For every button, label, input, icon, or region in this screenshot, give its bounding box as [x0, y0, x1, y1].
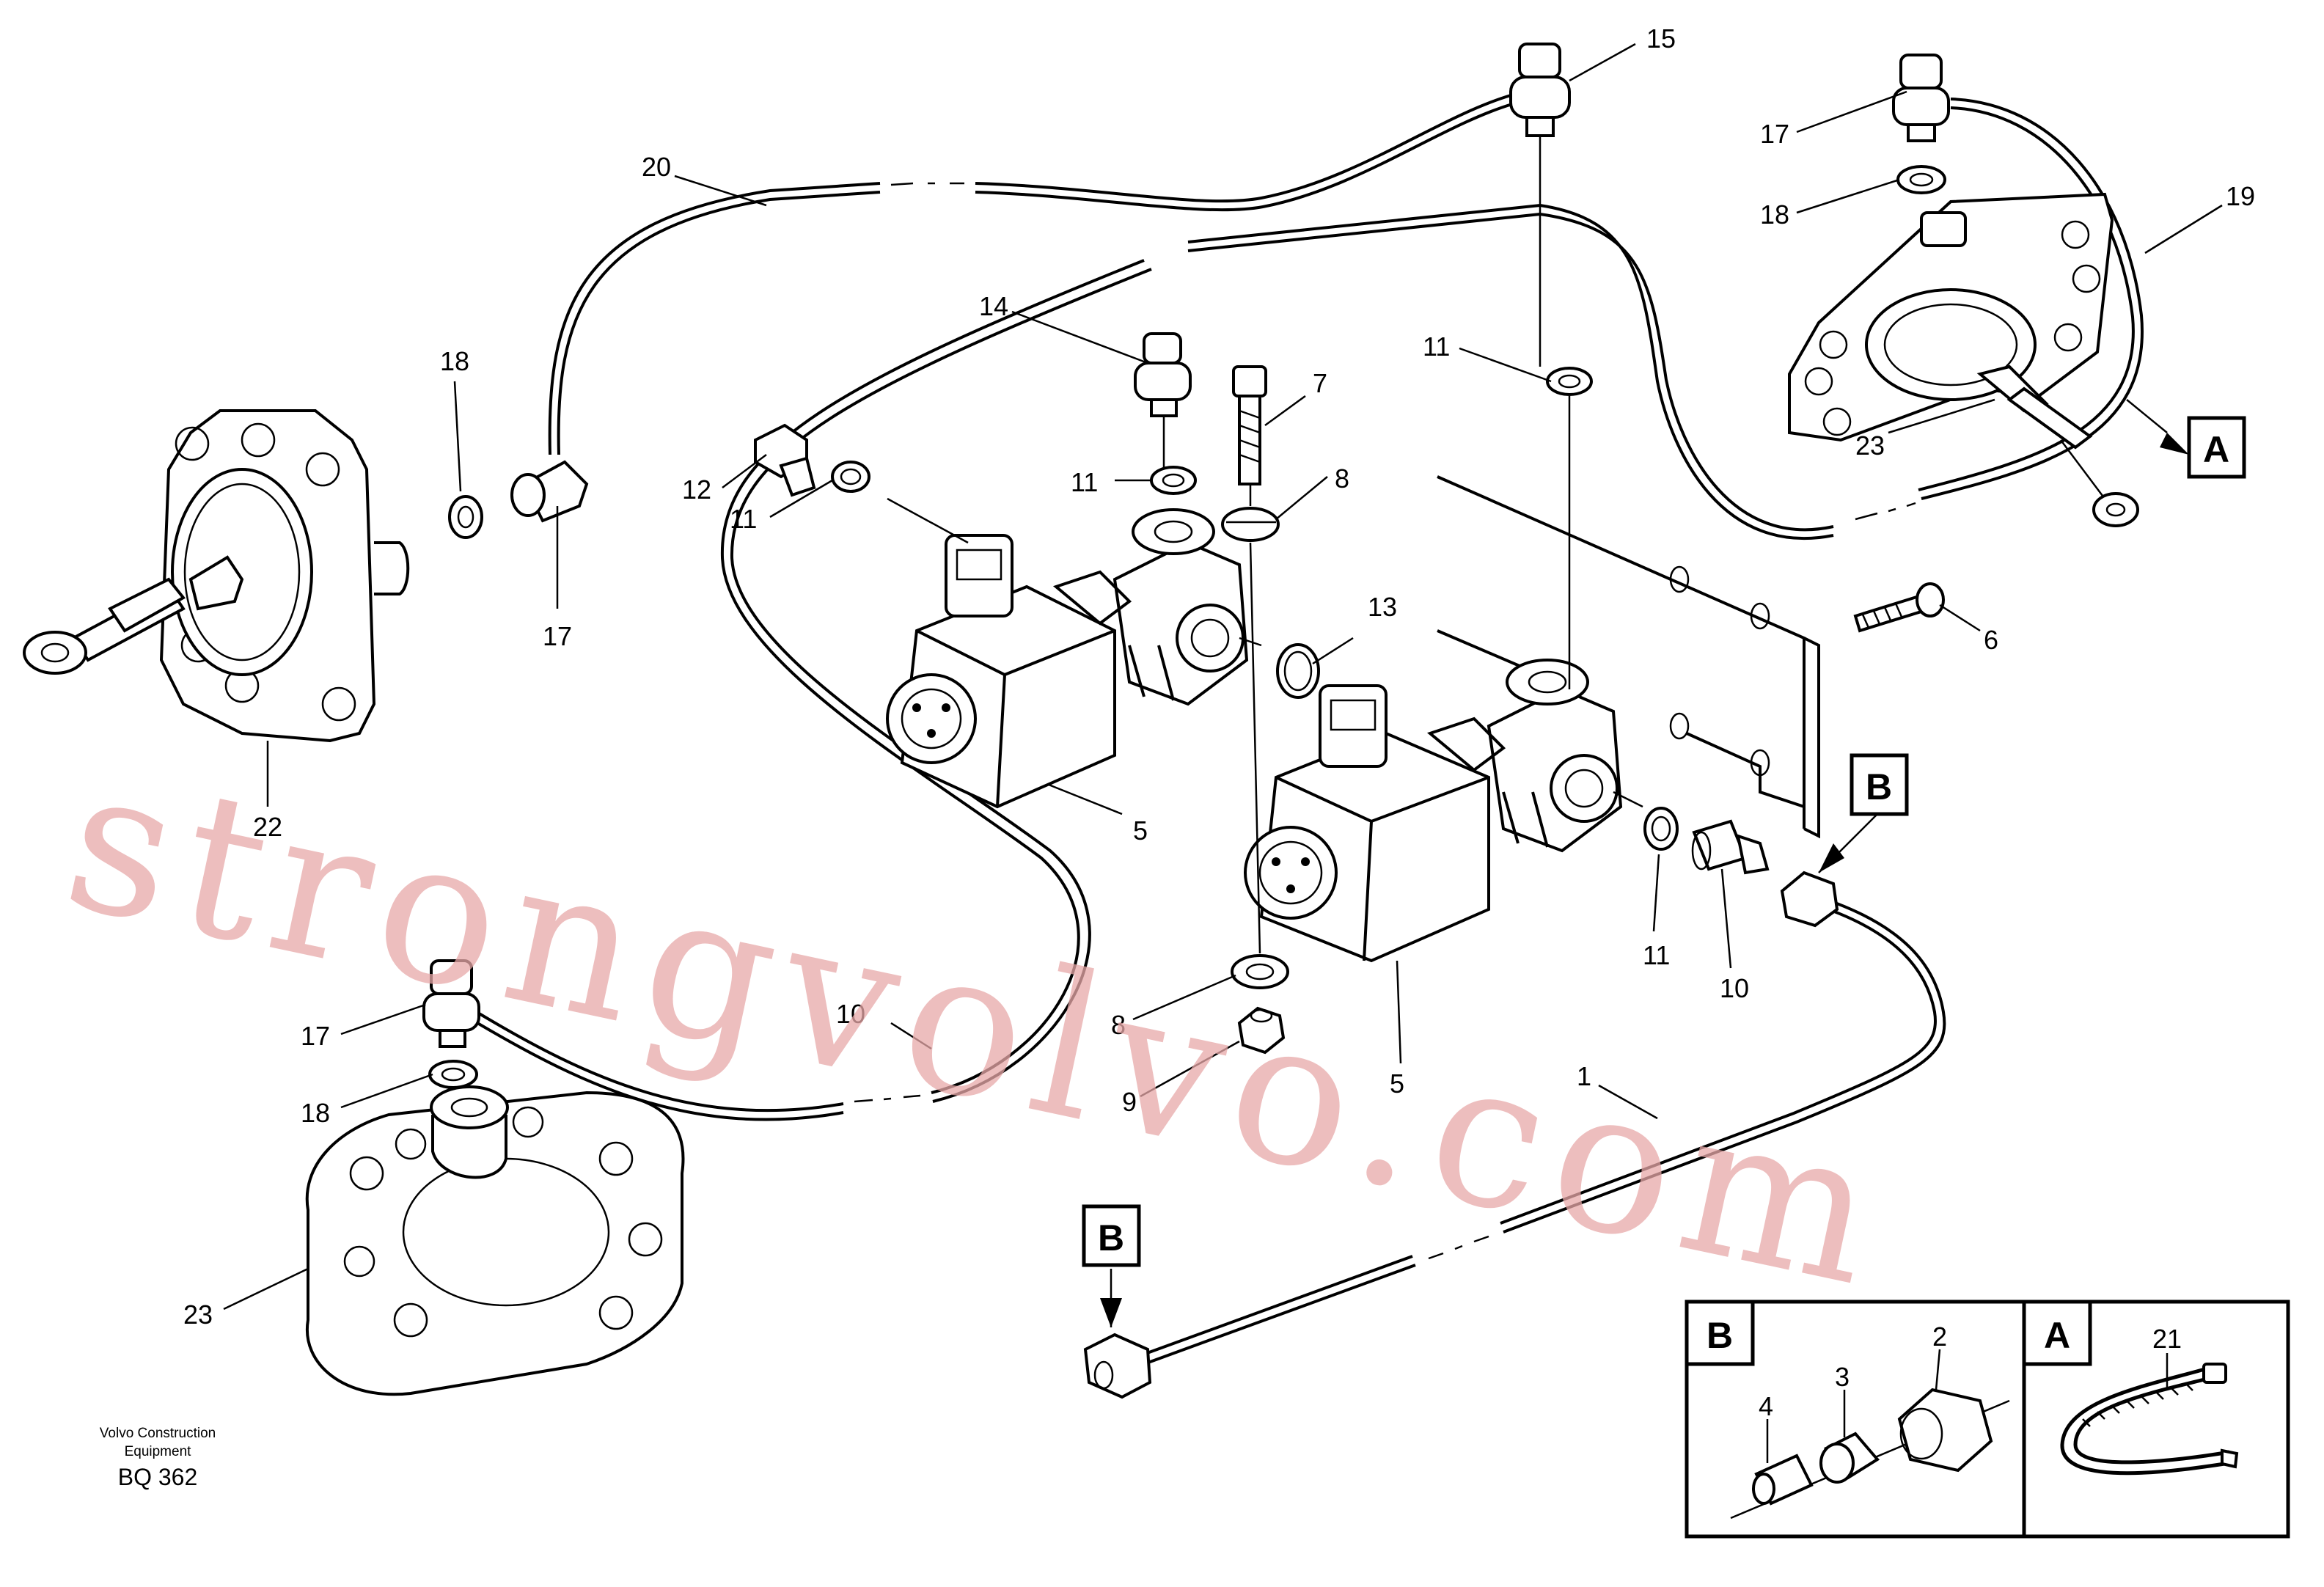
arrow-b-bottom — [1100, 1298, 1122, 1327]
washer-18-left — [448, 495, 483, 539]
callout-7: 7 — [1313, 368, 1327, 398]
washer-11-lower — [1643, 807, 1679, 851]
bolt-7 — [1232, 365, 1267, 485]
callout-9: 9 — [1122, 1087, 1137, 1117]
callout-17-lower: 17 — [301, 1021, 330, 1051]
callout-18-left: 18 — [440, 346, 469, 376]
leader-lines — [223, 43, 2223, 1327]
inset-label-a: A — [2044, 1315, 2070, 1356]
banjo-fitting-14 — [1134, 332, 1192, 417]
detail-inset-panel: B A 4 3 2 21 — [1685, 1300, 2290, 1539]
callout-5-upper: 5 — [1133, 816, 1148, 846]
detail-label-b-right: B — [1850, 753, 1909, 816]
callout-18-lower: 18 — [301, 1098, 330, 1128]
brake-chamber-23-upper — [1788, 192, 2139, 527]
callout-12: 12 — [682, 474, 711, 505]
hose-19 — [1187, 98, 2144, 540]
callout-17-upper: 17 — [1760, 119, 1789, 149]
brake-chamber-22 — [23, 409, 410, 743]
plug-12 — [754, 423, 816, 497]
hose-16 — [472, 259, 1152, 1121]
callout-11-middle: 11 — [1071, 467, 1098, 497]
callout-17-left: 17 — [543, 621, 572, 651]
solenoid-valve-lower — [1244, 659, 1623, 963]
callout-11-upper: 11 — [1423, 331, 1450, 362]
callout-8-bottom: 8 — [1111, 1010, 1126, 1040]
arrow-b-right — [1819, 843, 1844, 873]
banjo-fitting-15 — [1509, 43, 1571, 137]
callout-1: 1 — [1577, 1061, 1591, 1091]
callout-15: 15 — [1646, 23, 1676, 54]
callout-6: 6 — [1984, 625, 1998, 655]
washer-8-bottom — [1231, 954, 1289, 989]
detail-label-b-bottom: B — [1082, 1204, 1141, 1267]
callout-4: 4 — [1759, 1391, 1773, 1421]
pipe-1 — [1140, 893, 1946, 1366]
banjo-fitting-17-lower — [422, 959, 480, 1048]
svg-text:A: A — [2203, 429, 2229, 470]
callout-11-left: 11 — [730, 504, 757, 534]
callout-16-hose: 10 — [836, 999, 865, 1029]
arrow-a — [2160, 433, 2189, 455]
svg-text:B: B — [1866, 766, 1892, 807]
inset-label-b: B — [1707, 1315, 1733, 1356]
brake-chamber-23-lower — [305, 1085, 685, 1396]
callout-22: 22 — [253, 812, 282, 842]
washer-11-upper — [1546, 367, 1593, 396]
callout-13: 13 — [1368, 592, 1397, 622]
washer-8-top — [1221, 507, 1280, 542]
nut-9 — [1237, 1006, 1286, 1055]
solenoid-valve-upper — [886, 508, 1249, 809]
callout-numbers: 15 20 17 18 19 23 14 7 11 18 8 12 11 11 … — [183, 23, 2255, 1330]
callout-19: 19 — [2226, 181, 2255, 211]
callout-2: 2 — [1932, 1322, 1947, 1352]
washer-18-upper — [1896, 165, 1946, 194]
detail-label-a-top: A — [2187, 416, 2246, 479]
callout-3: 3 — [1835, 1362, 1850, 1392]
callout-23-lower: 23 — [183, 1300, 213, 1330]
callout-23-upper: 23 — [1855, 430, 1885, 461]
callout-14: 14 — [979, 291, 1008, 321]
callout-10-right: 10 — [1720, 973, 1749, 1003]
washer-11-left — [831, 461, 870, 493]
hose-20 — [548, 94, 1513, 455]
tube-nut-b-bottom — [1083, 1333, 1152, 1399]
tube-nut-b-right — [1780, 871, 1839, 928]
callout-20: 20 — [642, 152, 671, 182]
callout-8-top: 8 — [1335, 463, 1349, 494]
washer-18-lower — [428, 1060, 478, 1089]
banjo-fitting-17-left — [510, 460, 589, 523]
callout-5-lower: 5 — [1390, 1069, 1404, 1099]
nipple-10 — [1691, 819, 1770, 875]
footer-company-line1: Volvo Construction — [100, 1426, 216, 1441]
washer-11-middle — [1150, 466, 1197, 495]
tube-nut-2 — [1897, 1388, 1993, 1473]
olive-ring-3 — [1819, 1432, 1880, 1484]
footer-company-line2: Equipment — [125, 1444, 192, 1459]
footer-drawing-code: BQ 362 — [118, 1464, 198, 1490]
cable-tie-21 — [2060, 1363, 2239, 1476]
callout-21: 21 — [2152, 1324, 2182, 1354]
screw-6 — [1853, 582, 1945, 633]
callout-11-lower: 11 — [1643, 940, 1670, 970]
svg-text:B: B — [1098, 1217, 1124, 1258]
callout-18-upper: 18 — [1760, 199, 1789, 230]
insert-sleeve-4 — [1752, 1454, 1814, 1506]
banjo-fitting-17-upper — [1892, 54, 1950, 142]
